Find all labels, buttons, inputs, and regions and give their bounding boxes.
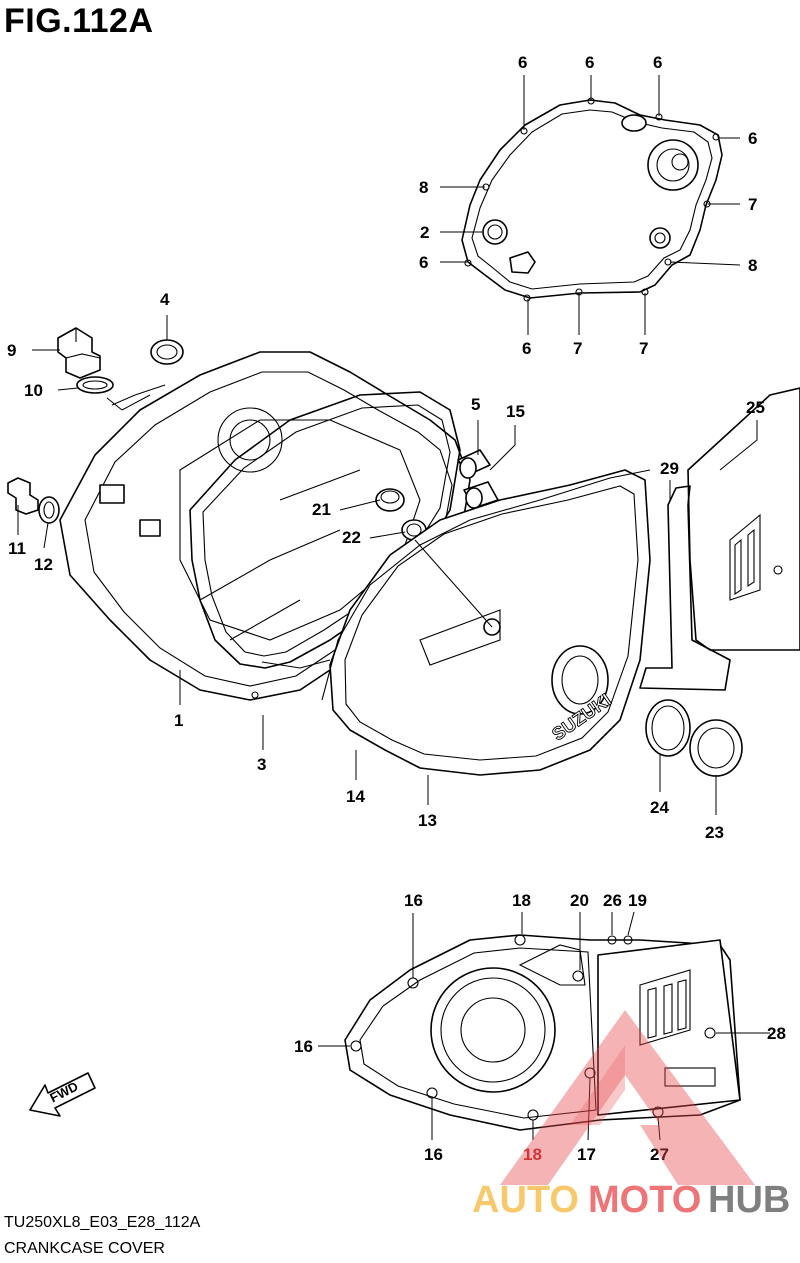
callout-23: 23 — [705, 823, 724, 842]
callout-19: 19 — [628, 891, 647, 910]
callout-6: 6 — [419, 253, 428, 272]
watermark-auto: AUTO — [472, 1179, 579, 1221]
gasket-washer — [38, 496, 60, 524]
clutch-cover-gasket-assembly — [461, 97, 723, 302]
callout-16: 16 — [404, 891, 423, 910]
sprocket-cover — [687, 387, 800, 651]
callout-16: 16 — [294, 1037, 313, 1056]
callout-10: 10 — [24, 381, 43, 400]
callout-13: 13 — [418, 811, 437, 830]
callout-9: 9 — [7, 341, 16, 360]
callout-11: 11 — [8, 539, 26, 558]
o-ring — [76, 376, 114, 394]
callout-6: 6 — [522, 339, 531, 358]
callout-18: 18 — [523, 1145, 542, 1164]
assembled-crankcase-cover-view — [344, 934, 741, 1131]
callout-21: 21 — [312, 500, 331, 519]
callout-18: 18 — [512, 891, 531, 910]
watermark-moto: MOTO — [588, 1179, 701, 1221]
callout-7: 7 — [748, 195, 757, 214]
callout-7: 7 — [639, 339, 648, 358]
callout-27: 27 — [650, 1145, 669, 1164]
callout-24: 24 — [650, 798, 669, 817]
callout-labels: 6 6 6 6 8 7 2 6 8 6 7 7 4 9 10 5 15 25 2… — [7, 53, 786, 1164]
dowel-pins — [457, 449, 499, 509]
callout-6: 6 — [748, 129, 757, 148]
figure-name: CRANKCASE COVER — [4, 1240, 165, 1257]
callout-2: 2 — [420, 223, 429, 242]
callout-4: 4 — [160, 290, 170, 309]
callout-7: 7 — [573, 339, 582, 358]
callout-6: 6 — [518, 53, 527, 72]
callout-17: 17 — [577, 1145, 596, 1164]
callout-6: 6 — [653, 53, 662, 72]
cap-and-o-ring — [645, 699, 743, 777]
callout-12: 12 — [34, 555, 53, 574]
watermark-hub: HUB — [708, 1179, 790, 1221]
callout-28: 28 — [767, 1024, 786, 1043]
callout-8: 8 — [748, 256, 757, 275]
callout-5: 5 — [471, 395, 480, 414]
leader-lines — [17, 75, 770, 1141]
callout-14: 14 — [346, 787, 365, 806]
callout-3: 3 — [257, 755, 266, 774]
callout-6: 6 — [585, 53, 594, 72]
plug-and-seal — [375, 488, 427, 541]
forward-direction-arrow: FWD — [29, 1072, 96, 1117]
magneto-cover: SUZUKI — [329, 469, 651, 776]
sprocket-cover-gasket — [639, 485, 731, 691]
callout-22: 22 — [342, 528, 361, 547]
automotohub-watermark: AUTO MOTO HUB — [472, 1010, 790, 1221]
dowel-ring — [150, 339, 184, 365]
callout-20: 20 — [570, 891, 589, 910]
callout-16: 16 — [424, 1145, 443, 1164]
callout-26: 26 — [603, 891, 622, 910]
callout-29: 29 — [660, 459, 679, 478]
callout-1: 1 — [174, 711, 183, 730]
magneto-cover-gasket — [321, 469, 651, 701]
oil-filler-cap — [57, 327, 101, 379]
callout-25: 25 — [746, 398, 765, 417]
drain-plug — [7, 477, 39, 515]
callout-8: 8 — [419, 178, 428, 197]
figure-code: TU250XL8_E03_E28_112A — [4, 1214, 201, 1231]
figure-title: FIG.112A — [4, 2, 154, 40]
callout-15: 15 — [506, 402, 525, 421]
